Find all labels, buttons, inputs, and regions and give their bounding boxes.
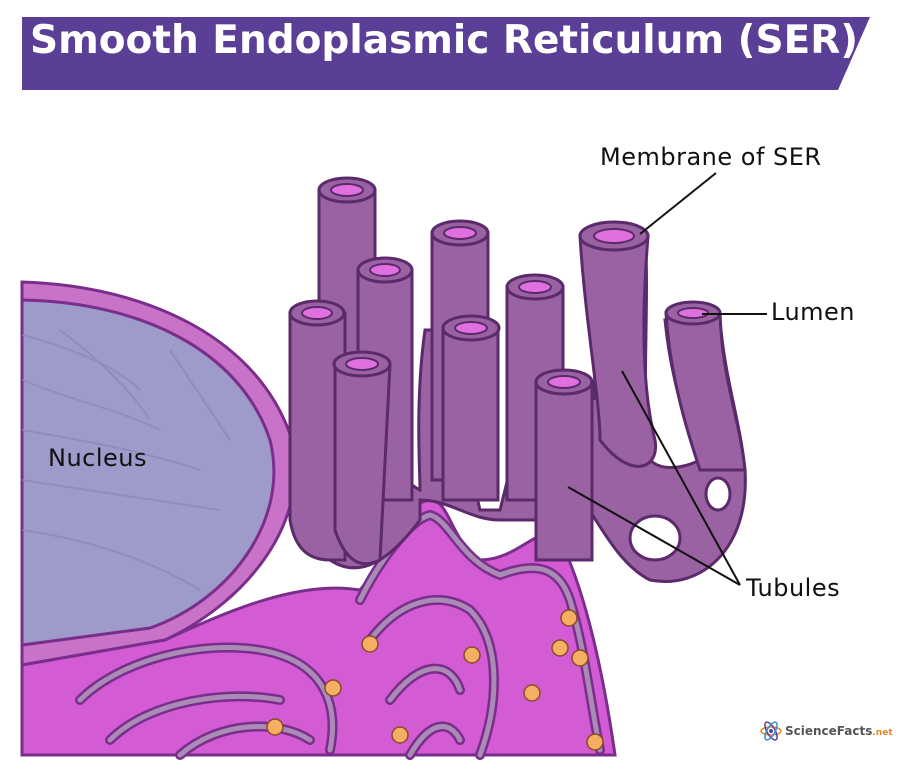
tubule bbox=[332, 350, 392, 566]
label-nucleus: Nucleus bbox=[48, 444, 148, 472]
leader-membrane bbox=[639, 172, 717, 235]
logo-text: ScienceFacts.net bbox=[785, 724, 893, 738]
tubule bbox=[664, 300, 747, 472]
nucleus bbox=[20, 280, 297, 667]
page-title: Smooth Endoplasmic Reticulum (SER) bbox=[30, 18, 859, 63]
label-lumen: Lumen bbox=[771, 298, 856, 326]
ser-pore bbox=[628, 514, 682, 562]
ribosomes bbox=[266, 609, 604, 751]
logo-name: ScienceFacts bbox=[785, 724, 873, 738]
atom-icon bbox=[760, 721, 782, 741]
leader-tubules-1 bbox=[567, 486, 741, 586]
title-banner bbox=[22, 17, 870, 90]
label-membrane: Membrane of SER bbox=[600, 143, 822, 171]
tubule bbox=[578, 220, 658, 468]
tubules bbox=[288, 176, 747, 566]
rough-er bbox=[20, 498, 617, 760]
tubule bbox=[441, 314, 501, 502]
logo-suffix: .net bbox=[872, 728, 893, 738]
label-tubules: Tubules bbox=[746, 574, 841, 602]
leader-tubules-2 bbox=[621, 370, 741, 586]
tubule bbox=[534, 368, 594, 562]
tubule bbox=[288, 299, 347, 562]
logo: ScienceFacts.net bbox=[760, 720, 893, 742]
ser-pore bbox=[704, 476, 732, 512]
leader-lines bbox=[567, 172, 767, 586]
